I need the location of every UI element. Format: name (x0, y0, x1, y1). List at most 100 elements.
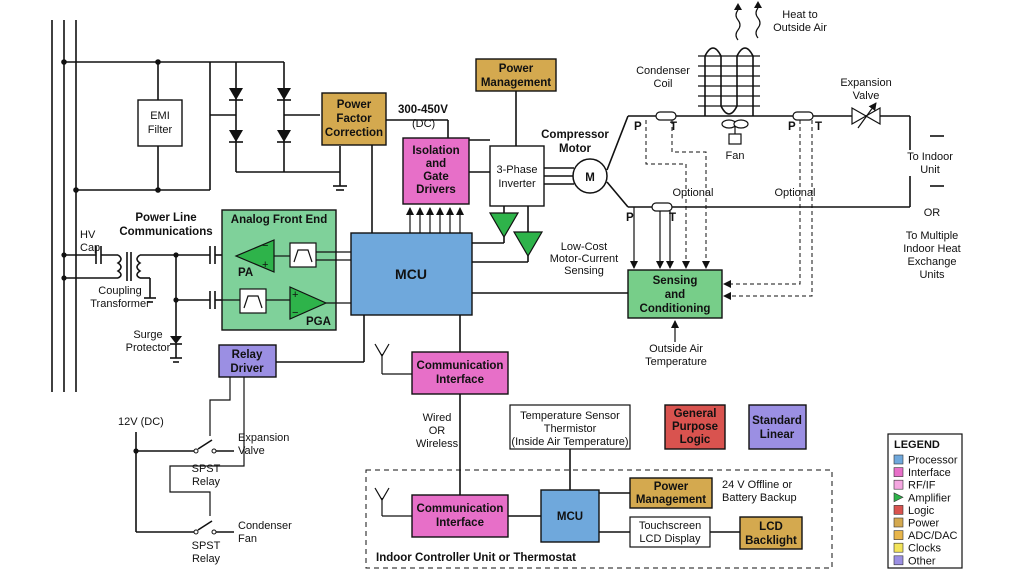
condenser-fan-relay-label-1: Condenser (238, 520, 292, 532)
power-mgmt-bottom-line2: Management (636, 494, 706, 506)
expansion-valve-label-2: Valve (853, 90, 880, 102)
spst1-label-2: Relay (192, 476, 221, 488)
compressor-motor-label-2: Motor (559, 143, 591, 155)
heat-label-1: Heat to (782, 9, 817, 21)
power-mgmt-bottom-line1: Power (654, 481, 689, 493)
condenser-coil-label-1: Condenser (636, 65, 690, 77)
pa-plus-sign: + (262, 259, 268, 271)
to-multiple-label-4: Units (919, 269, 945, 281)
pa-label: PA (238, 267, 253, 279)
dc-voltage-label-1: 300-450V (398, 104, 448, 116)
indoor-controller-region (365, 469, 833, 569)
afe-coupling-caps (209, 246, 222, 309)
legend: LEGEND ProcessorInterfaceRF/IFAmplifierL… (887, 433, 963, 569)
comm-interface-bottom-block: Communication Interface (411, 494, 509, 538)
touchscreen-line1: Touchscreen (639, 520, 701, 532)
pfc-line3: Correction (325, 127, 383, 139)
p3-label: P (626, 212, 634, 224)
expansion-valve-relay-label-2: Valve (238, 445, 265, 457)
inverter-line2: Inverter (498, 178, 536, 190)
relay-driver-line1: Relay (232, 349, 263, 361)
legend-swatch-rf-if (893, 479, 904, 490)
legend-label-processor: Processor (908, 455, 958, 467)
to-indoor-unit-label-2: Unit (920, 164, 940, 176)
legend-label-amplifier: Amplifier (908, 492, 951, 504)
low-cost-sense-label-2: Motor-Current (550, 253, 618, 265)
legend-items: ProcessorInterfaceRF/IFAmplifierLogicPow… (893, 454, 958, 567)
condenser-fan-relay-label-2: Fan (238, 533, 257, 545)
gp-logic-line2: Purpose (672, 421, 718, 433)
power-management-top-block: Power Management (475, 58, 557, 92)
twelve-v-label: 12V (DC) (118, 416, 164, 428)
t1-label: T (670, 121, 677, 133)
legend-swatch-interface (893, 467, 904, 477)
surge-label-2: Protector (126, 342, 171, 354)
afe-title: Analog Front End (231, 214, 327, 226)
pga-label: PGA (306, 316, 331, 328)
ac-mains-lines (51, 20, 211, 392)
comm-bottom-line2: Interface (436, 517, 484, 529)
heat-arrows (734, 1, 762, 41)
low-cost-sense-label-1: Low-Cost (561, 241, 607, 253)
comm-interface-top-block: Communication Interface (411, 351, 509, 395)
legend-swatch-adc-dac (893, 530, 904, 540)
legend-title: LEGEND (894, 439, 940, 451)
sensing-conditioning-block: Sensing and Conditioning (627, 269, 723, 319)
optional-label-right: Optional (775, 187, 816, 199)
mcu-main-block: MCU (350, 232, 473, 316)
hv-cap-label-1: HV (80, 229, 96, 241)
pga-plus-sign: + (292, 289, 298, 301)
expansion-valve (851, 102, 881, 129)
comm-top-line2: Interface (436, 374, 484, 386)
emi-filter-block: EMI Filter (137, 99, 183, 147)
to-multiple-label-2: Indoor Heat (903, 243, 960, 255)
mcu-bottom-block: MCU (540, 489, 600, 543)
low-cost-sense-label-3: Sensing (564, 265, 604, 277)
comm-top-line1: Communication (417, 360, 504, 372)
sensing-line2: and (665, 289, 685, 301)
wired-label-2: OR (429, 425, 446, 437)
spst2-label-1: SPST (192, 540, 221, 552)
wired-label-3: Wireless (416, 438, 459, 450)
legend-label-adc-dac: ADC/DAC (908, 530, 958, 542)
power-mgmt-top-line2: Management (481, 77, 551, 89)
t2-label: T (815, 121, 822, 133)
pfc-block: Power Factor Correction (321, 92, 387, 146)
touchscreen-line2: LCD Display (639, 533, 701, 545)
legend-label-interface: Interface (908, 467, 951, 479)
relay-driver-block: Relay Driver (218, 344, 277, 378)
temp-sensor-line2: Thermistor (544, 423, 597, 435)
antenna-bottom-icon (374, 487, 412, 517)
t3-label: T (669, 212, 676, 224)
emi-filter-line2: Filter (148, 124, 173, 136)
condenser-coil-label-2: Coil (654, 78, 673, 90)
legend-swatch-power (893, 517, 904, 528)
relay-wiring (133, 377, 245, 535)
compressor-motor: M (572, 158, 608, 194)
sensing-line1: Sensing (653, 275, 698, 287)
lcd-backlight-line2: Backlight (745, 535, 797, 547)
bridge-rectifier (210, 61, 347, 191)
spst1-label-1: SPST (192, 463, 221, 475)
legend-swatch-processor (893, 454, 904, 465)
temp-sensor-line3: (Inside Air Temperature) (511, 436, 628, 448)
antenna-top-icon (374, 343, 412, 375)
legend-label-rf-if: RF/IF (908, 480, 936, 492)
plc-label-1: Power Line (135, 212, 196, 224)
to-indoor-unit-label-1: To Indoor (907, 151, 953, 163)
mcu-main-label: MCU (395, 266, 427, 282)
sensing-line3: Conditioning (640, 303, 711, 315)
outside-air-label-1: Outside Air (649, 343, 703, 355)
pfc-line2: Factor (336, 113, 372, 125)
to-multiple-label-1: To Multiple (906, 230, 959, 242)
dc-voltage-label-2: (DC) (412, 118, 435, 130)
mcu-bottom-label: MCU (557, 511, 583, 523)
isolation-line1: Isolation (412, 145, 459, 157)
pa-minus-sign: − (262, 240, 268, 252)
touchscreen-block: Touchscreen LCD Display (629, 516, 711, 548)
optional-sensor-lines (645, 120, 813, 300)
legend-swatch-other (893, 555, 904, 566)
or-label-right: OR (924, 207, 941, 219)
condenser-fan (721, 119, 749, 145)
